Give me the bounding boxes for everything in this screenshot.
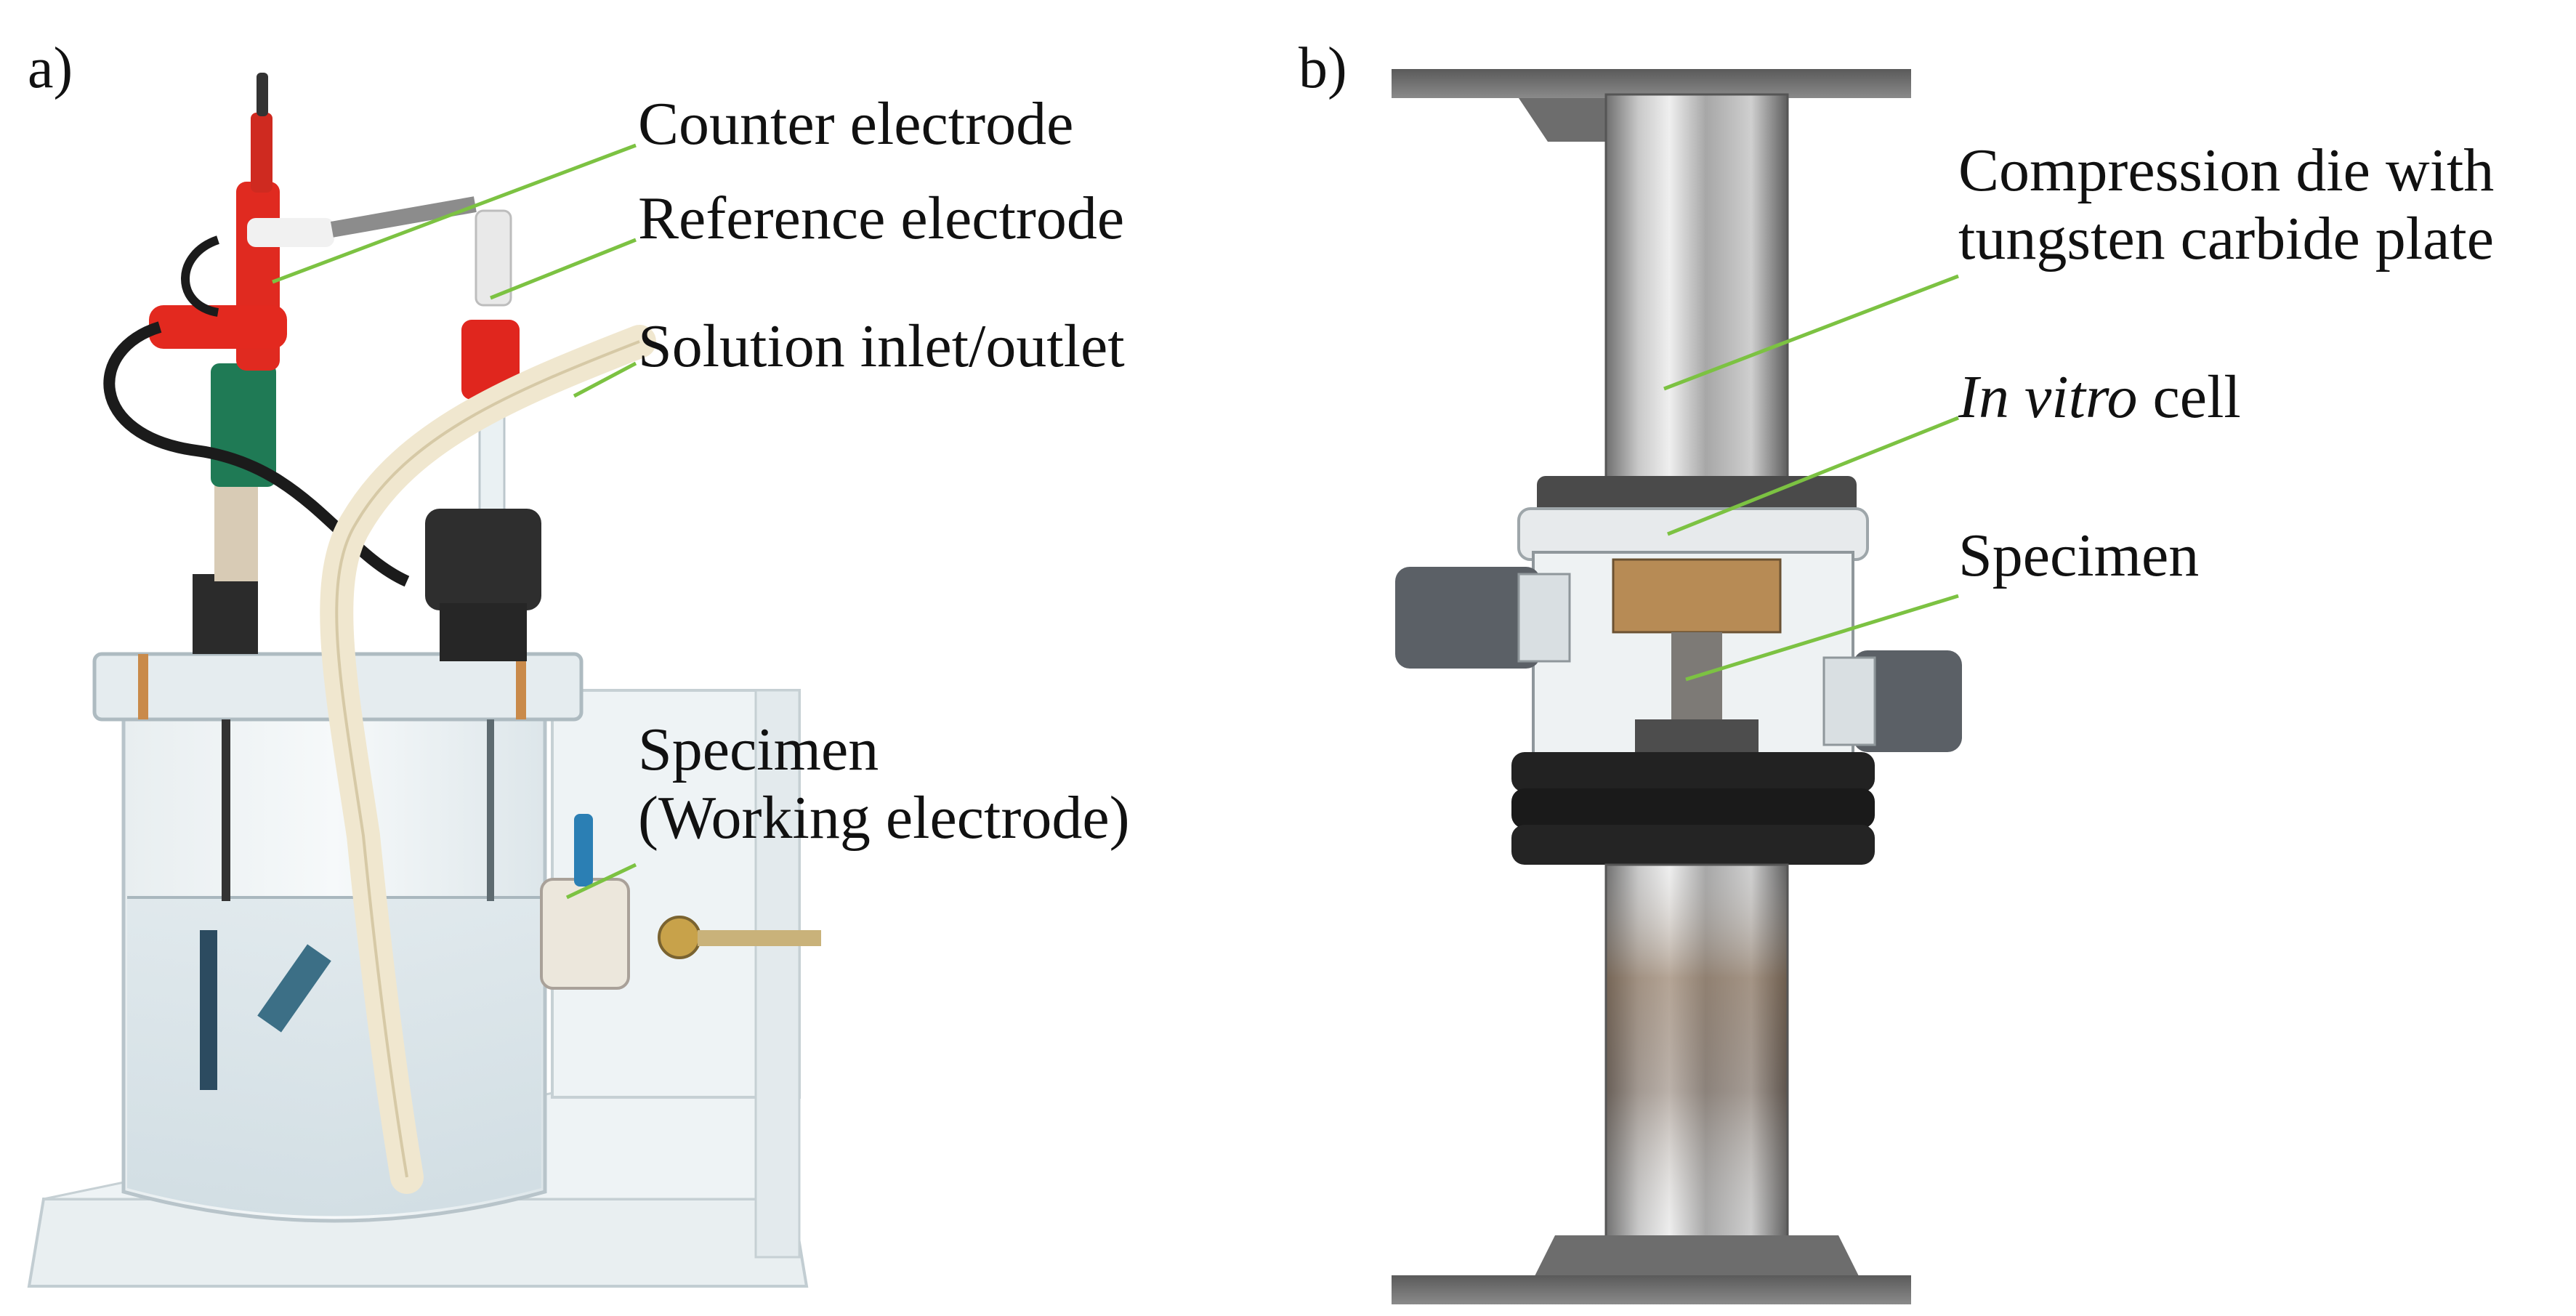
electrochemical-cell-photo: [27, 73, 821, 1288]
compression-test-photo: [1392, 69, 1962, 1304]
label-compression-die-line1: Compression die with: [1958, 137, 2495, 204]
label-in-vitro-cell: In vitro cell: [1958, 363, 2241, 432]
label-compression-die: Compression die with tungsten carbide pl…: [1958, 137, 2494, 273]
label-in-vitro-rest: cell: [2137, 363, 2241, 431]
label-specimen-a: Specimen: [638, 716, 879, 783]
leader-line-counter-electrode: [272, 143, 637, 284]
leader-line-specimen-b: [1685, 594, 1959, 682]
label-solution-inlet-outlet: Solution inlet/outlet: [638, 312, 1125, 380]
label-in-vitro-italic: In vitro: [1958, 363, 2138, 431]
label-counter-electrode: Counter electrode: [638, 90, 1074, 158]
leader-line-solution-inlet-outlet: [573, 361, 637, 398]
label-working-electrode: (Working electrode): [638, 784, 1130, 852]
panel-label-b: b): [1299, 36, 1347, 100]
label-compression-die-line2: tungsten carbide plate: [1958, 205, 2495, 273]
label-reference-electrode: Reference electrode: [638, 185, 1125, 252]
leader-line-specimen-a: [565, 863, 637, 900]
leader-line-reference-electrode: [490, 238, 637, 300]
panel-label-a: a): [28, 36, 73, 100]
leader-line-in-vitro-cell: [1667, 416, 1959, 536]
label-specimen-b: Specimen: [1958, 522, 2200, 589]
leader-line-compression-die: [1663, 274, 1959, 391]
label-specimen-working-electrode: Specimen (Working electrode): [638, 716, 1130, 852]
